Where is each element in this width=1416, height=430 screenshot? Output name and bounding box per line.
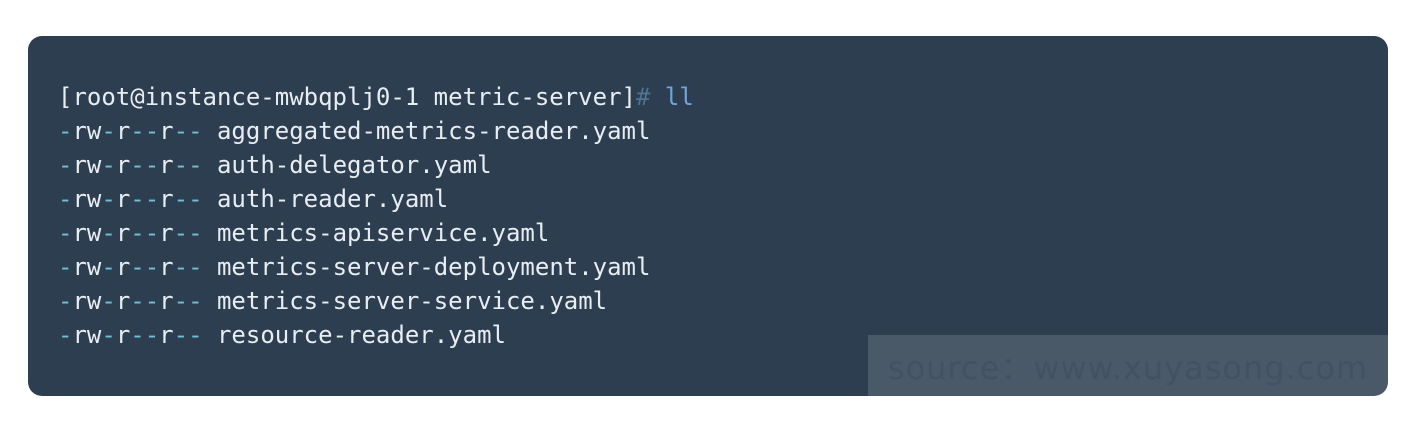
permission-dash: -- (130, 287, 160, 315)
permission-dash: - (58, 253, 73, 281)
file-name: resource-reader.yaml (202, 321, 506, 349)
file-row: -rw-r--r-- auth-reader.yaml (58, 182, 1358, 216)
file-permissions: -rw-r--r-- (58, 253, 203, 281)
permission-flag: rw (72, 117, 102, 145)
permission-flag: rw (72, 185, 102, 213)
permission-dash: - (101, 219, 116, 247)
permission-dash: -- (173, 287, 203, 315)
permission-dash: - (101, 185, 116, 213)
permission-flag: r (159, 287, 174, 315)
file-row: -rw-r--r-- metrics-server-deployment.yam… (58, 250, 1358, 284)
permission-dash: - (58, 287, 73, 315)
permission-dash: -- (173, 253, 203, 281)
permission-dash: - (101, 321, 116, 349)
prompt-space (650, 83, 664, 111)
permission-flag: r (115, 253, 131, 281)
file-permissions: -rw-r--r-- (58, 219, 203, 247)
watermark-text: source：www.xuyasong.com (887, 348, 1369, 387)
prompt-command: ll (664, 83, 694, 111)
file-permissions: -rw-r--r-- (58, 117, 203, 145)
permission-flag: r (159, 321, 174, 349)
watermark-badge: source：www.xuyasong.com (868, 335, 1388, 396)
permission-flag: rw (72, 219, 102, 247)
permission-flag: rw (72, 321, 102, 349)
file-listing: -rw-r--r-- aggregated-metrics-reader.yam… (58, 114, 1358, 352)
file-name: metrics-server-deployment.yaml (202, 253, 651, 281)
permission-dash: -- (130, 253, 160, 281)
file-row: -rw-r--r-- resource-reader.yaml (58, 318, 1358, 352)
permission-flag: r (159, 151, 174, 179)
permission-dash: -- (130, 151, 160, 179)
permission-dash: -- (130, 185, 160, 213)
file-permissions: -rw-r--r-- (58, 321, 203, 349)
permission-dash: - (58, 185, 73, 213)
file-name: auth-reader.yaml (202, 185, 449, 213)
file-row: -rw-r--r-- auth-delegator.yaml (58, 148, 1358, 182)
file-permissions: -rw-r--r-- (58, 151, 203, 179)
permission-flag: r (115, 151, 131, 179)
permission-dash: - (58, 219, 73, 247)
file-row: -rw-r--r-- metrics-server-service.yaml (58, 284, 1358, 318)
permission-flag: rw (72, 287, 102, 315)
permission-dash: - (101, 151, 116, 179)
permission-flag: r (115, 219, 131, 247)
permission-dash: - (101, 253, 116, 281)
file-name: auth-delegator.yaml (202, 151, 492, 179)
permission-dash: - (58, 321, 73, 349)
file-name: metrics-server-service.yaml (202, 287, 608, 315)
file-row: -rw-r--r-- metrics-apiservice.yaml (58, 216, 1358, 250)
permission-flag: r (115, 117, 131, 145)
permission-dash: -- (173, 185, 203, 213)
file-permissions: -rw-r--r-- (58, 287, 203, 315)
file-permissions: -rw-r--r-- (58, 185, 203, 213)
permission-dash: -- (130, 117, 160, 145)
permission-dash: -- (173, 151, 203, 179)
permission-flag: r (159, 253, 174, 281)
prompt-host: [root@instance-mwbqplj0-1 metric-server] (58, 83, 636, 111)
permission-flag: rw (72, 253, 102, 281)
permission-flag: r (159, 185, 174, 213)
file-row: -rw-r--r-- aggregated-metrics-reader.yam… (58, 114, 1358, 148)
file-name: aggregated-metrics-reader.yaml (202, 117, 651, 145)
permission-dash: - (58, 151, 73, 179)
permission-dash: -- (173, 117, 203, 145)
permission-flag: rw (72, 151, 102, 179)
prompt-hash-symbol: # (635, 83, 651, 111)
permission-dash: -- (173, 321, 203, 349)
permission-flag: r (115, 321, 131, 349)
file-name: metrics-apiservice.yaml (202, 219, 550, 247)
terminal-window: [root@instance-mwbqplj0-1 metric-server]… (28, 36, 1388, 396)
permission-dash: - (58, 117, 73, 145)
permission-flag: r (115, 185, 131, 213)
permission-dash: - (101, 117, 116, 145)
prompt-line: [root@instance-mwbqplj0-1 metric-server]… (58, 80, 1358, 114)
permission-dash: -- (130, 219, 160, 247)
permission-flag: r (159, 117, 174, 145)
permission-flag: r (115, 287, 131, 315)
permission-flag: r (159, 219, 174, 247)
permission-dash: - (101, 287, 116, 315)
permission-dash: -- (173, 219, 203, 247)
permission-dash: -- (130, 321, 160, 349)
